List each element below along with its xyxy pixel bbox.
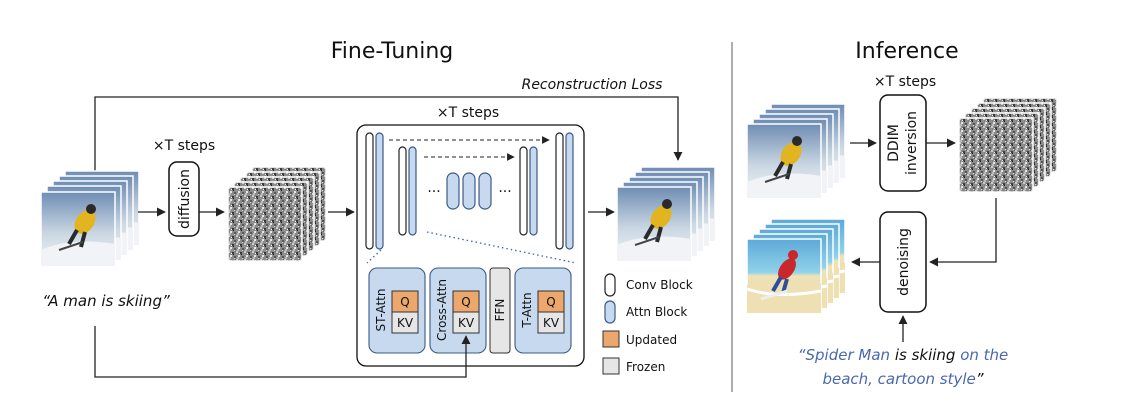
inference-prompt-open-quote: “	[798, 346, 806, 364]
input-video-frames	[39, 169, 141, 268]
legend: Conv Block Attn Block Updated Frozen	[602, 273, 693, 375]
inference-steps-label: ×T steps	[874, 74, 936, 90]
cross-attn-block	[429, 267, 487, 354]
legend-attn-label: Attn Block	[626, 305, 687, 319]
legend-conv-label: Conv Block	[626, 278, 693, 292]
reconstruction-loss-label: Reconstruction Loss	[522, 77, 663, 93]
arrow-noise-to-denoising	[929, 198, 997, 267]
inference-prompt-line2: beach, cartoon style”	[822, 370, 983, 388]
cross-attn-q: Q	[461, 295, 470, 309]
inference-prompt-subject: Spider Man	[806, 346, 891, 364]
output-video-frames	[615, 165, 717, 263]
st-attn-q: Q	[400, 295, 409, 309]
inference-prompt-place: on the	[960, 346, 1008, 364]
zoom-line-left	[366, 249, 382, 264]
unet-dots-right: ···	[498, 184, 511, 200]
denoising-label: denoising	[896, 228, 912, 296]
diffusion-box-label: diffusion	[177, 169, 193, 229]
legend-updated-label: Updated	[626, 333, 677, 347]
unet-dots-left: ···	[427, 184, 440, 200]
ddim-label: DDIM	[886, 124, 902, 162]
legend-attn-swatch	[604, 300, 616, 324]
inference-title: Inference	[855, 39, 958, 64]
legend-conv-swatch	[604, 273, 616, 297]
inference-prompt-close-quote: ”	[976, 370, 984, 388]
ffn-block	[489, 267, 511, 354]
inversion-label: inversion	[904, 111, 920, 175]
st-attn-block	[368, 267, 426, 354]
inference-prompt-style: beach, cartoon style	[822, 370, 975, 388]
zoom-line-right	[426, 231, 577, 264]
reconstruction-loss-arrow	[94, 96, 683, 188]
fine-tuning-title: Fine-Tuning	[331, 39, 454, 64]
noisy-latents	[227, 166, 327, 262]
t-attn-block	[514, 267, 572, 354]
training-prompt: “A man is skiing”	[42, 292, 170, 310]
inference-output-frames	[745, 217, 847, 315]
diffusion-box	[168, 161, 200, 237]
st-attn-label: ST-Attn	[374, 289, 388, 332]
text-conditioning-arrow	[94, 326, 471, 378]
cross-attn-kv: KV	[458, 316, 475, 330]
diffusion-steps-label: ×T steps	[153, 138, 215, 154]
inference-prompt-line1: “Spider Man is skiing on the	[798, 346, 1009, 364]
t-attn-kv: KV	[543, 316, 560, 330]
inference-input-frames	[745, 102, 847, 200]
legend-frozen-label: Frozen	[626, 360, 665, 374]
unet-steps-label: ×T steps	[437, 105, 499, 121]
st-attn-kv: KV	[397, 316, 414, 330]
inference-noise-latents	[958, 97, 1058, 193]
cross-attn-label: Cross-Attn	[435, 279, 449, 341]
unet-blocks	[365, 132, 574, 250]
ffn-label: FFN	[493, 299, 507, 322]
inference-prompt-verb: is skiing	[890, 346, 960, 364]
legend-frozen-swatch	[602, 357, 620, 375]
t-attn-label: T-Attn	[520, 292, 534, 328]
legend-updated-swatch	[602, 330, 620, 348]
t-attn-q: Q	[546, 295, 555, 309]
